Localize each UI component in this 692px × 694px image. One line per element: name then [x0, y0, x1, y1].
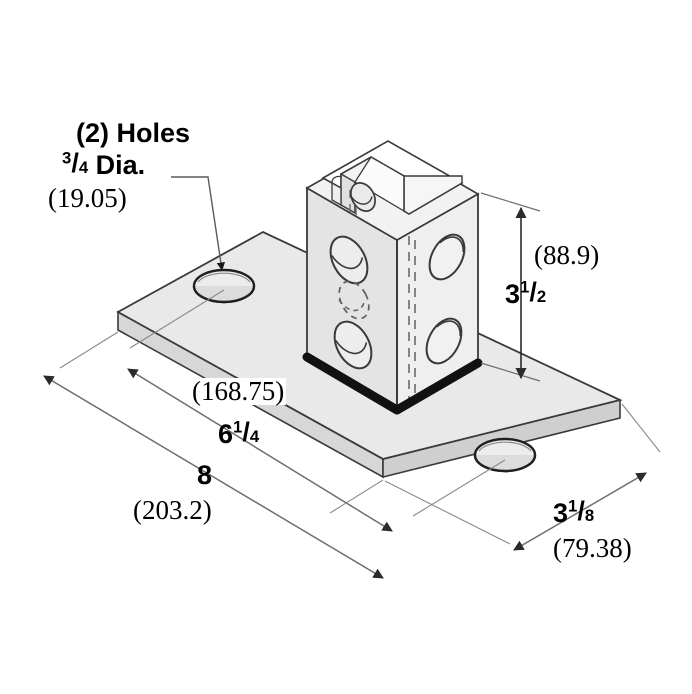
height-whole: 3 [505, 279, 521, 309]
hole-note-line1: (2) Holes [76, 118, 191, 148]
dimension-width [384, 403, 661, 551]
channel-hole-left-upper [329, 235, 369, 285]
height-imperial: 31/2 [505, 279, 546, 309]
channel-hole-hidden [338, 280, 370, 320]
width-frac-den: 8 [584, 506, 595, 526]
height-frac-den: 2 [536, 287, 547, 307]
hole-spacing-metric: (168.75) [190, 376, 287, 406]
hole-spacing-frac-bar: / [242, 417, 250, 448]
hole-note-line2: 3/4 Dia. [62, 150, 146, 180]
hole-note-dia-suffix: Dia. [88, 150, 146, 180]
channel-hole-right-upper [428, 233, 466, 281]
hole-note-fraction: 3/4 [62, 150, 88, 177]
width-frac-num: 1 [568, 497, 578, 517]
height-metric: (88.9) [534, 240, 600, 270]
hole-spacing-whole: 6 [218, 419, 234, 449]
channel-lip-left-return [331, 181, 342, 207]
hole-spacing-frac-num: 1 [233, 418, 243, 438]
hole-spacing-frac-den: 4 [249, 427, 260, 447]
hole-note-leader [171, 176, 226, 271]
channel-hole-upper-left-small [350, 182, 376, 212]
plate-hole-right [473, 437, 537, 473]
dimension-length [43, 331, 384, 579]
hole-note-metric: (19.05) [48, 183, 127, 213]
width-metric: (79.38) [553, 533, 632, 563]
length-metric: (203.2) [133, 495, 212, 525]
hole-spacing-fraction: 1/4 [233, 419, 259, 446]
length-imperial: 8 [197, 460, 213, 490]
width-imperial: 31/8 [553, 498, 594, 528]
hole-note-frac-num: 3 [62, 149, 72, 169]
hole-spacing-imperial: 61/4 [218, 419, 259, 449]
plate-hole-left [192, 268, 256, 304]
height-frac-bar: / [529, 277, 537, 308]
width-frac-bar: / [577, 496, 585, 527]
channel-hole-right-lower [425, 317, 463, 365]
width-fraction: 1/8 [568, 498, 594, 525]
channel-hole-left-lower [333, 320, 373, 370]
channel-post [305, 140, 480, 412]
hole-note-frac-den: 4 [78, 158, 89, 178]
dimension-height [480, 192, 541, 382]
height-frac-num: 1 [520, 278, 530, 298]
width-whole: 3 [553, 498, 569, 528]
height-fraction: 1/2 [520, 279, 546, 306]
hidden-centerline [408, 236, 416, 400]
hole-note-frac-bar: / [71, 148, 79, 179]
